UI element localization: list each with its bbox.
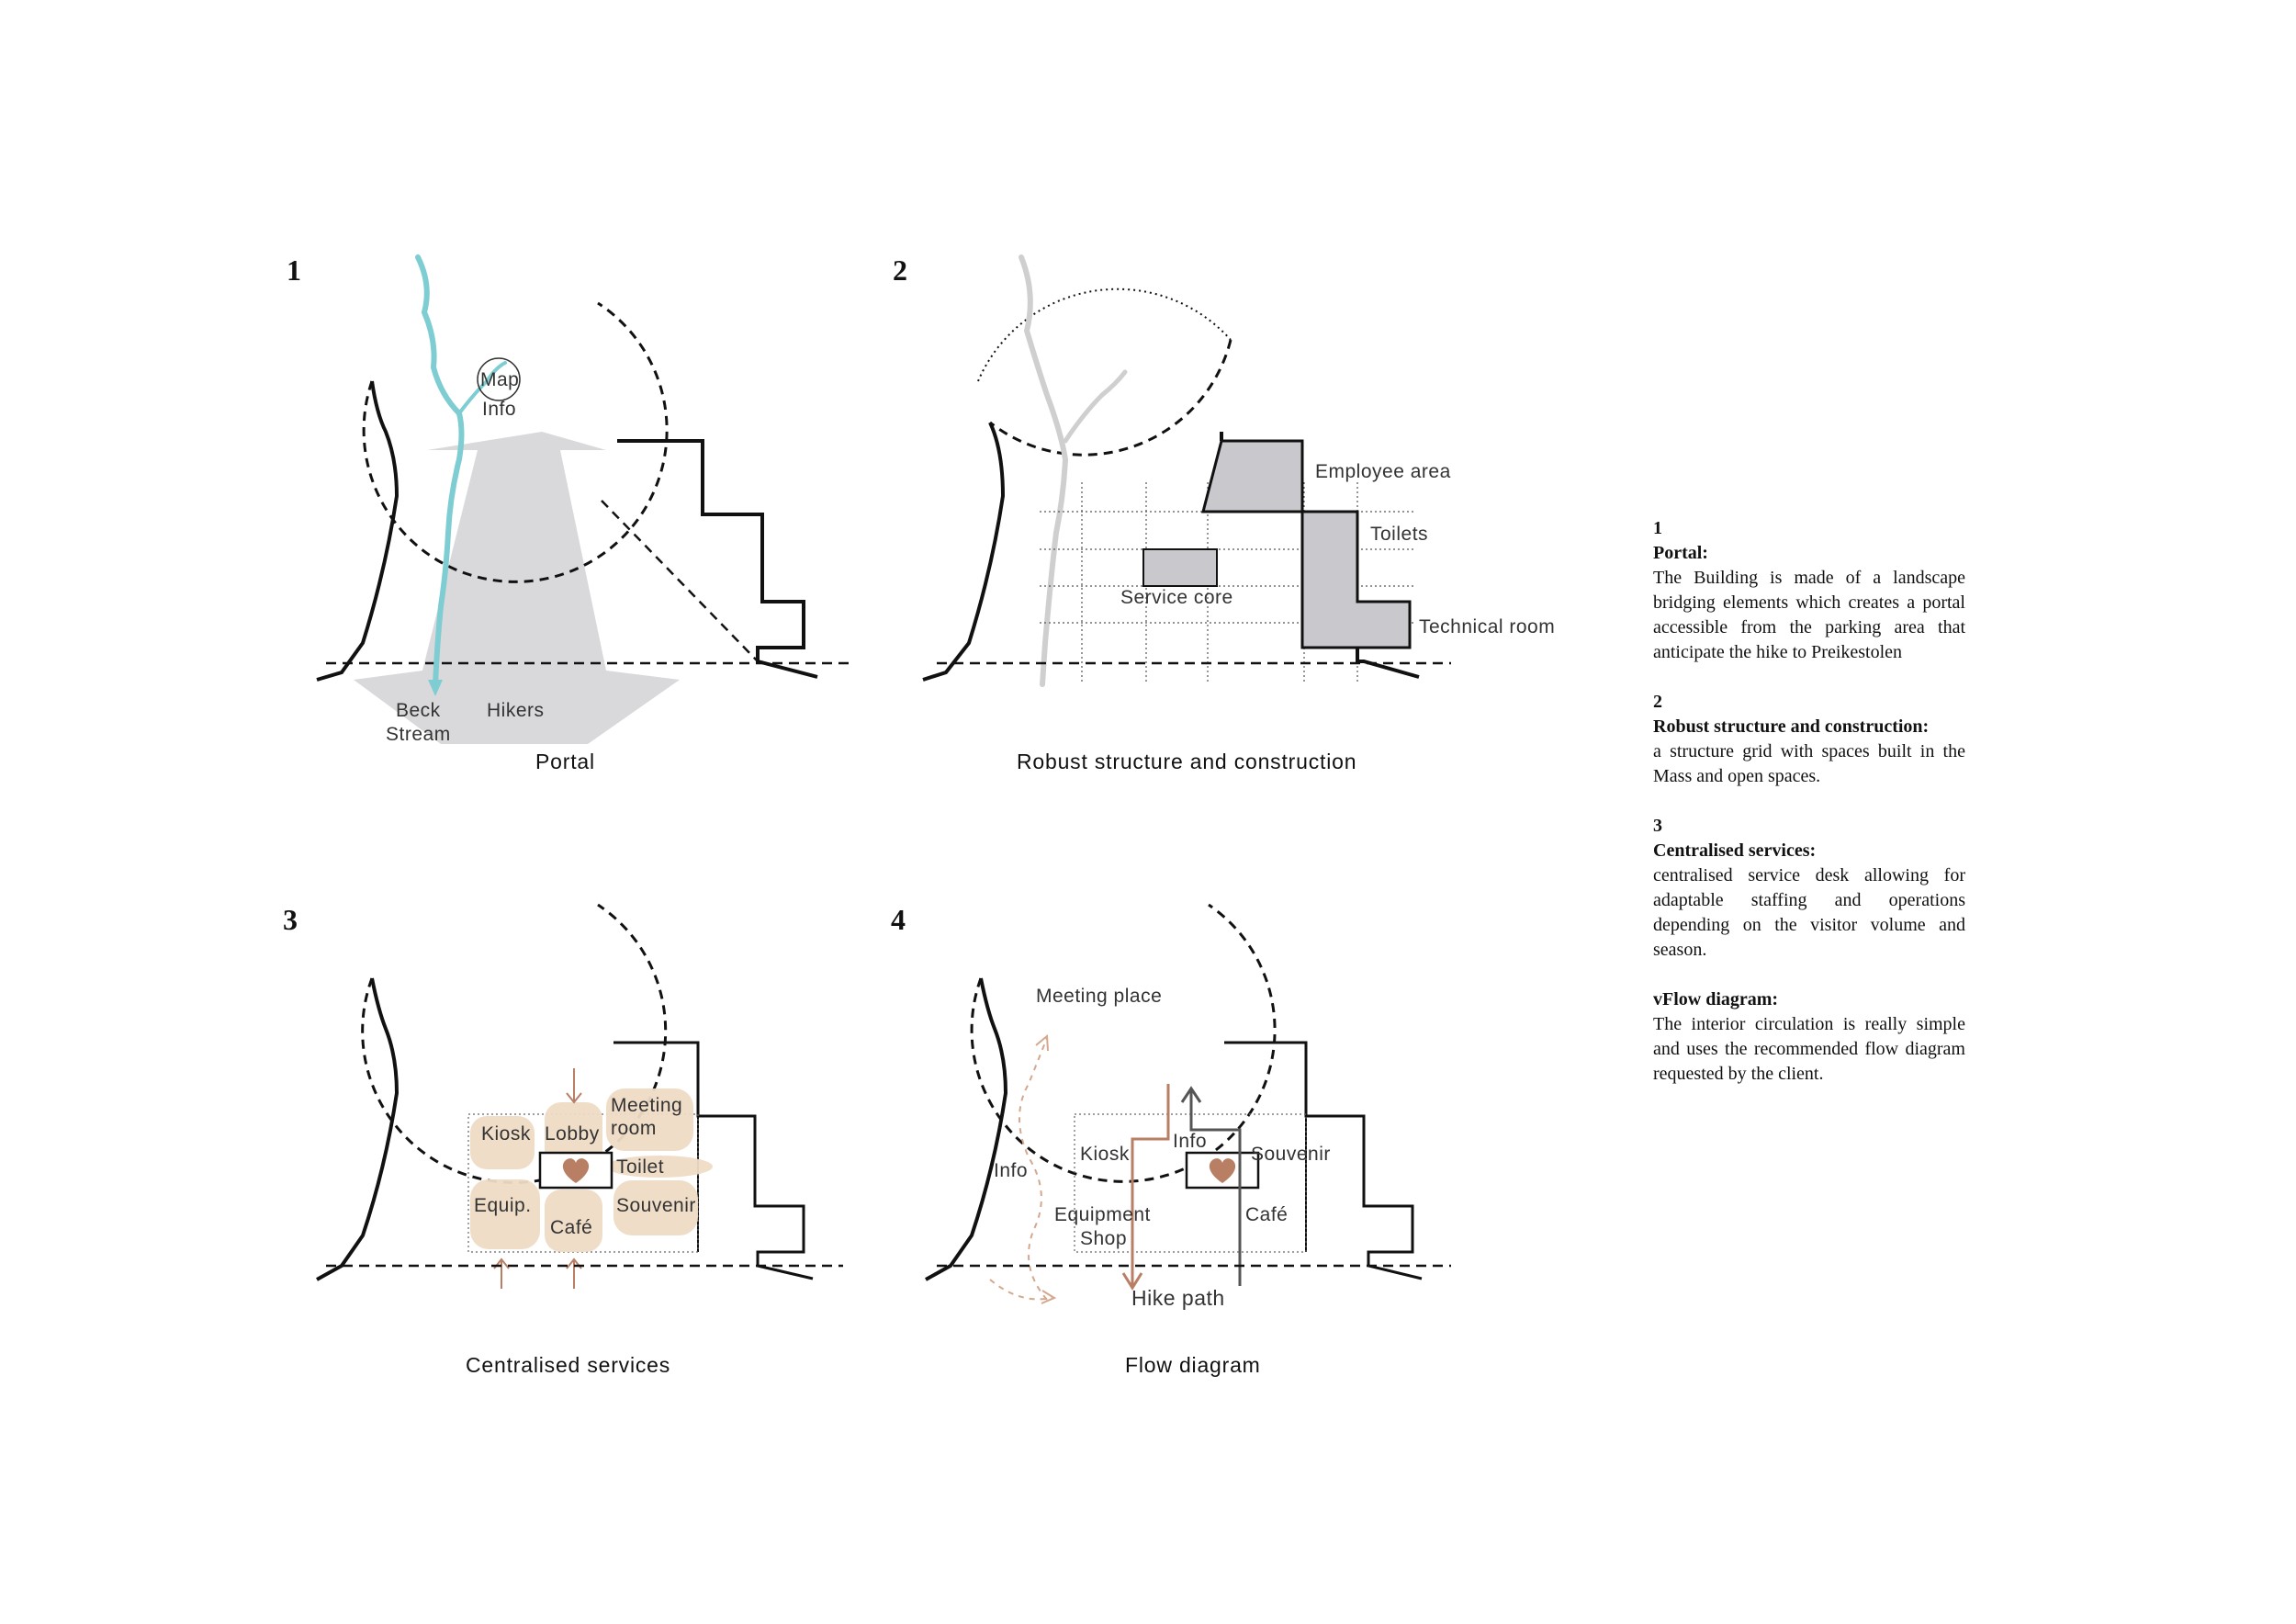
diagram-number: 4 <box>891 903 906 936</box>
meeting-path-arrow <box>1035 1033 1049 1052</box>
building-dashed-edge <box>601 500 759 662</box>
block-text: The interior circulation is really simpl… <box>1653 1014 1965 1084</box>
description-block: 2 Robust structure and construction: a s… <box>1653 690 1965 789</box>
block-text: The Building is made of a landscape brid… <box>1653 568 1965 662</box>
landscape-left <box>925 977 1008 1281</box>
diagram-caption: Centralised services <box>466 1353 670 1377</box>
block-number: 2 <box>1653 692 1662 712</box>
label-employee-area: Employee area <box>1315 461 1451 482</box>
toilets-mass <box>1300 510 1412 649</box>
building-outline <box>1220 432 1420 679</box>
label-map: Map <box>480 369 519 390</box>
block-text: centralised service desk allowing for ad… <box>1653 865 1965 960</box>
dashed-circle <box>989 339 1232 457</box>
block-title: Robust structure and construction: <box>1653 716 1930 737</box>
flow-arrowhead-in <box>1121 1272 1143 1291</box>
label-kiosk: Kiosk <box>481 1123 531 1145</box>
portal-circle-outline <box>362 301 669 583</box>
label-info-left: Info <box>994 1160 1028 1181</box>
grey-stream <box>1019 254 1069 687</box>
blob-kiosk <box>470 1116 535 1169</box>
blob-equip <box>470 1179 540 1249</box>
diagram-caption: Robust structure and construction <box>1017 750 1356 773</box>
block-number: 3 <box>1653 816 1662 836</box>
label-info: Info <box>1173 1131 1207 1152</box>
service-core <box>1142 548 1218 587</box>
label-meeting-place: Meeting place <box>1036 986 1162 1007</box>
stream-arrowhead <box>428 680 443 696</box>
blob-meeting <box>606 1088 693 1151</box>
label-equip: Equip. <box>474 1195 532 1216</box>
building-outline <box>1224 1041 1423 1280</box>
label-toilets: Toilets <box>1370 524 1428 545</box>
block-number: 1 <box>1653 518 1662 538</box>
beck-stream <box>415 254 465 687</box>
landscape-left <box>922 422 1006 682</box>
label-toilet: Toilet <box>616 1156 664 1178</box>
beck-stream-branch <box>457 361 507 415</box>
block-title: Centralised services: <box>1653 840 1817 861</box>
flow-line-in <box>1131 1084 1170 1286</box>
label-cafe: Café <box>550 1217 592 1238</box>
block-text: a structure grid with spaces built in th… <box>1653 741 1965 786</box>
label-lobby: Lobby <box>545 1123 600 1145</box>
heart-icon <box>562 1158 590 1183</box>
label-info: Info <box>482 399 516 420</box>
program-blobs <box>470 1088 713 1252</box>
block-title: vFlow diagram: <box>1653 989 1779 1009</box>
diagram-number: 1 <box>287 254 301 287</box>
label-shop: Shop <box>1080 1228 1127 1249</box>
diagram-number: 2 <box>893 254 907 287</box>
meeting-path <box>1019 1037 1048 1301</box>
label-cafe: Café <box>1245 1204 1288 1225</box>
label-stream: Stream <box>386 724 451 745</box>
description-block: 1 Portal: The Building is made of a land… <box>1653 516 1965 665</box>
blob-toilet <box>606 1156 713 1178</box>
diagram-number: 3 <box>283 903 298 936</box>
flow-arrowhead-out <box>1180 1086 1202 1103</box>
diagram-caption: Flow diagram <box>1125 1353 1261 1377</box>
label-equipment: Equipment <box>1054 1204 1151 1225</box>
landscape-left <box>316 977 400 1281</box>
heart-icon <box>1209 1158 1236 1183</box>
dashed-circle <box>970 903 1277 1183</box>
diagram-caption: Portal <box>535 750 595 773</box>
hike-path-curve <box>989 1279 1052 1301</box>
landscape-left <box>316 380 400 682</box>
label-beck: Beck <box>396 700 441 721</box>
label-service-core: Service core <box>1120 587 1233 608</box>
dotted-circle <box>977 288 1232 382</box>
label-kiosk: Kiosk <box>1080 1144 1130 1165</box>
building-outline <box>617 439 818 679</box>
flow-line-out <box>1189 1088 1242 1286</box>
label-room: room <box>611 1118 657 1139</box>
label-meeting: Meeting <box>611 1095 682 1116</box>
blob-cafe <box>545 1190 602 1252</box>
building-outline <box>613 1041 814 1280</box>
description-block: vFlow diagram: The interior circulation … <box>1653 987 1965 1087</box>
hike-path-arrow <box>1041 1290 1057 1304</box>
label-souvenir: Souvenir <box>616 1195 696 1216</box>
map-info-circle <box>477 357 521 401</box>
block-title: Portal: <box>1653 543 1708 563</box>
grey-stream-branch <box>1063 369 1128 444</box>
label-hikers: Hikers <box>487 700 545 721</box>
blob-souvenir <box>613 1180 698 1235</box>
label-souvenir: Souvenir <box>1251 1144 1331 1165</box>
label-hike-path: Hike path <box>1131 1286 1225 1310</box>
label-technical-room: Technical room <box>1419 616 1555 637</box>
description-block: 3 Centralised services: centralised serv… <box>1653 814 1965 963</box>
blob-lobby <box>545 1102 602 1167</box>
description-column: 1 Portal: The Building is made of a land… <box>1653 516 1965 1111</box>
